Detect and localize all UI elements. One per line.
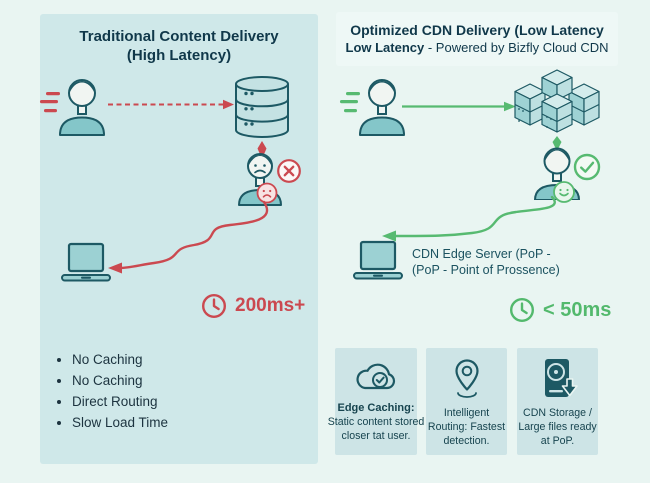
feature-card-edge-caching: Edge Caching: Static content stored clos… — [328, 348, 424, 455]
card-text-line: Intelligent — [443, 407, 490, 419]
fast-route-arrow — [382, 195, 556, 242]
edge-server-caption: CDN Edge Server (PoP - (PoP - Point of P… — [412, 246, 560, 278]
user-icon — [40, 79, 105, 136]
drawback-text: No Caching — [72, 373, 143, 388]
origin-server-icon — [235, 76, 289, 138]
latency-value-cdn: < 50ms — [543, 298, 612, 321]
drawback-text: Slow Load Time — [72, 415, 169, 430]
slow-route-arrow — [108, 200, 269, 274]
left-panel-title: Traditional Content Delivery — [79, 28, 279, 45]
latency-value-traditional: 200ms+ — [235, 295, 306, 316]
subtitle-bold: Low Latency — [345, 40, 425, 55]
location-pin-icon — [454, 359, 479, 398]
drawback-text: No Caching — [72, 352, 143, 367]
list-item: No Caching — [72, 373, 168, 388]
cloud-check-icon — [356, 363, 396, 390]
feature-card-cdn-storage: CDN Storage / Large files ready at PoP. — [517, 348, 598, 455]
card-text-line: CDN Storage / — [523, 407, 592, 419]
card-text-line: at PoP. — [540, 435, 575, 447]
green-down-arrow-icon — [552, 136, 562, 151]
caption-line: (PoP - Point of Prossence) — [412, 263, 560, 277]
clock-icon — [509, 297, 535, 323]
red-down-arrow-icon — [257, 141, 267, 159]
drawback-list: No Caching No Caching Direct Routing Slo… — [56, 352, 168, 436]
list-item: Slow Load Time — [72, 415, 168, 430]
clock-icon — [201, 293, 227, 319]
check-circle-icon — [573, 153, 601, 181]
laptop-icon — [61, 242, 111, 282]
latency-indicator-traditional: 200ms+ — [200, 292, 305, 320]
latency-indicator-cdn: < 50ms — [508, 296, 611, 324]
card-text-line: Large files ready — [518, 421, 597, 433]
caption-line: CDN Edge Server (PoP - — [412, 247, 551, 261]
user-icon — [340, 79, 405, 136]
right-panel-title: Optimized CDN Delivery (Low Latency — [350, 22, 604, 38]
optimized-delivery-title-box — [336, 12, 618, 66]
dashed-request-arrow — [108, 99, 234, 110]
drawback-text: Direct Routing — [72, 394, 158, 409]
laptop-icon — [353, 240, 403, 280]
cdn-storage-download-icon — [544, 359, 578, 397]
card-text-line: Routing: Fastest — [427, 421, 506, 433]
smile-face-icon — [553, 181, 575, 203]
subtitle-rest: - Powered by Bizfly Cloud CDN — [424, 40, 609, 55]
card-text-line: detection. — [443, 435, 490, 447]
card-title: Edge Caching: — [337, 402, 415, 414]
card-text-line: closer tat user. — [341, 430, 411, 442]
list-item: Direct Routing — [72, 394, 168, 409]
cdn-cluster-icon — [514, 69, 600, 133]
sad-face-icon — [256, 182, 278, 204]
card-text-line: Static content stored — [327, 416, 425, 428]
x-circle-icon — [277, 159, 301, 183]
feature-card-intelligent-routing: Intelligent Routing: Fastest detection. — [426, 348, 507, 455]
fast-request-arrow — [402, 101, 516, 112]
left-panel-subtitle: (High Latency) — [126, 47, 232, 64]
speed-lines-red — [40, 92, 60, 113]
right-panel-subtitle: Low Latency - Powered by Bizfly Cloud CD… — [336, 40, 618, 56]
speed-lines-green — [340, 92, 360, 113]
list-item: No Caching — [72, 352, 168, 367]
